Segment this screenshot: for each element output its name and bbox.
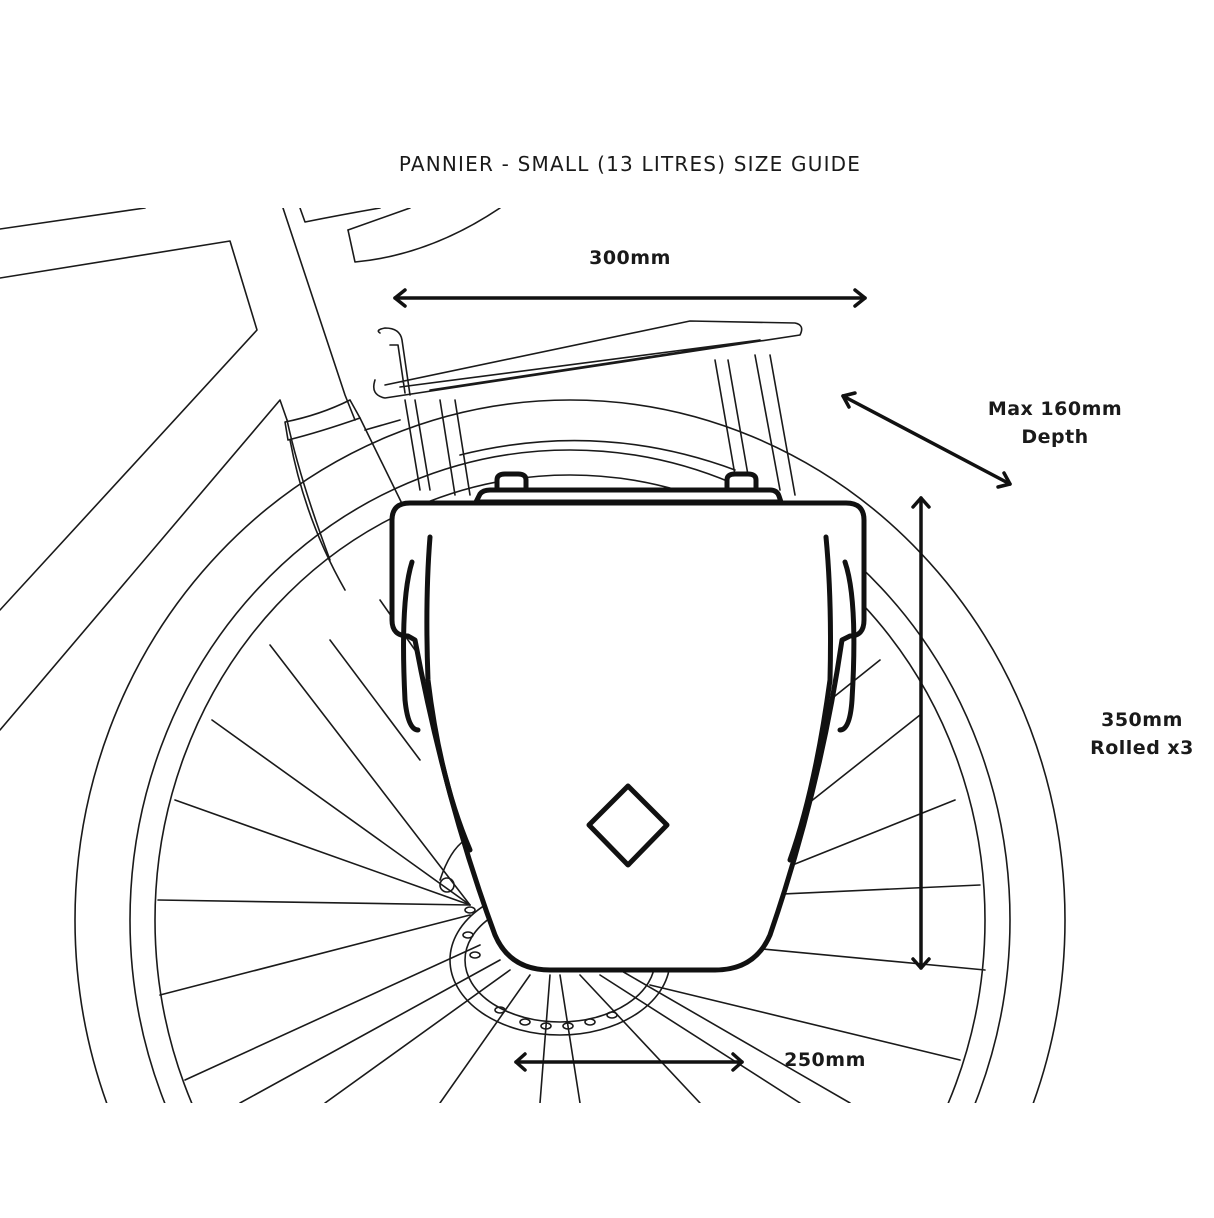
base-dimension-arrow <box>514 1052 744 1072</box>
rack-icon <box>372 320 803 496</box>
height-label: 350mm Rolled x3 <box>1070 706 1214 762</box>
diamond-logo-icon <box>586 783 670 868</box>
depth-label-line1: Max 160mm <box>987 398 1123 420</box>
depth-dimension-arrow <box>841 391 1012 489</box>
height-label-line1: 350mm <box>1101 709 1183 731</box>
pannier-bag-icon <box>389 471 867 973</box>
height-label-line2: Rolled x3 <box>1090 737 1194 759</box>
diagram-title: PANNIER - SMALL (13 LITRES) SIZE GUIDE <box>398 152 862 176</box>
base-label: 250mm <box>784 1049 866 1071</box>
depth-label: Max 160mm Depth <box>965 395 1145 451</box>
width-label: 300mm <box>589 247 671 269</box>
height-dimension-arrow <box>911 496 931 970</box>
width-dimension-arrow <box>393 288 867 308</box>
depth-label-line2: Depth <box>1021 426 1089 448</box>
